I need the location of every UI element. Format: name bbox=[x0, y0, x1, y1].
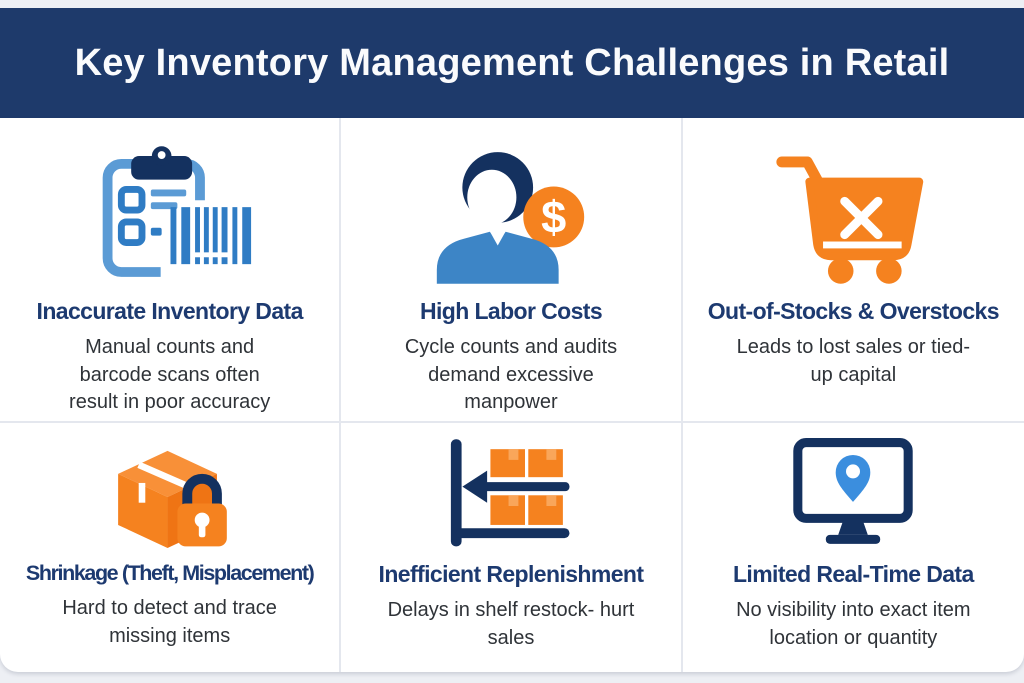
card-title: Out-of-Stocks & Overstocks bbox=[707, 298, 1000, 324]
card-description: No visibility into exact item location o… bbox=[736, 599, 971, 649]
card-description: Delays in shelf restock- hurt sales bbox=[387, 599, 635, 649]
cart-x-icon bbox=[776, 156, 924, 284]
card-inaccurate-inventory-data: Inaccurate Inventory Data Manual counts … bbox=[0, 118, 342, 423]
card-description: Hard to detect and trace missing items bbox=[62, 597, 277, 647]
card-icon-area bbox=[441, 431, 581, 553]
card-title: Limited Real-Time Data bbox=[732, 561, 974, 587]
person-dollar-icon: $ bbox=[437, 152, 585, 284]
card-title: Inefficient Replenishment bbox=[378, 561, 644, 587]
card-icon-area bbox=[783, 431, 923, 553]
card-description: Cycle counts and audits demand excessive… bbox=[404, 336, 618, 414]
card-title: Inaccurate Inventory Data bbox=[36, 298, 304, 324]
box-lock-icon bbox=[117, 450, 227, 548]
card-description: Manual counts and barcode scans often re… bbox=[69, 336, 271, 414]
card-shrinkage: Shrinkage (Theft, Misplacement) Hard to … bbox=[0, 423, 342, 672]
challenges-grid: Inaccurate Inventory Data Manual counts … bbox=[0, 118, 1024, 672]
card-limited-real-time-data: Limited Real-Time Data No visibility int… bbox=[683, 423, 1024, 672]
card-high-labor-costs: $ High Labor Costs Cycle counts and audi… bbox=[341, 118, 683, 423]
card-description: Leads to lost sales or tied-up capital bbox=[736, 336, 971, 386]
svg-text:$: $ bbox=[542, 192, 567, 243]
clipboard-barcode-icon bbox=[102, 146, 256, 284]
card-icon-area bbox=[100, 431, 240, 553]
card-icon-area bbox=[770, 140, 937, 290]
card-inefficient-replenishment: Inefficient Replenishment Delays in shel… bbox=[341, 423, 683, 672]
card-icon-area bbox=[84, 140, 256, 290]
card-icon-area: $ bbox=[427, 140, 594, 290]
title-banner: Key Inventory Management Challenges in R… bbox=[0, 8, 1024, 118]
page-title: Key Inventory Management Challenges in R… bbox=[74, 41, 950, 84]
shelf-arrow-icon bbox=[450, 439, 570, 547]
monitor-pin-icon bbox=[793, 438, 914, 544]
card-out-of-stocks-overstocks: Out-of-Stocks & Overstocks Leads to lost… bbox=[682, 118, 1024, 423]
card-title: Shrinkage (Theft, Misplacement) bbox=[25, 561, 315, 585]
card-title: High Labor Costs bbox=[419, 298, 603, 324]
